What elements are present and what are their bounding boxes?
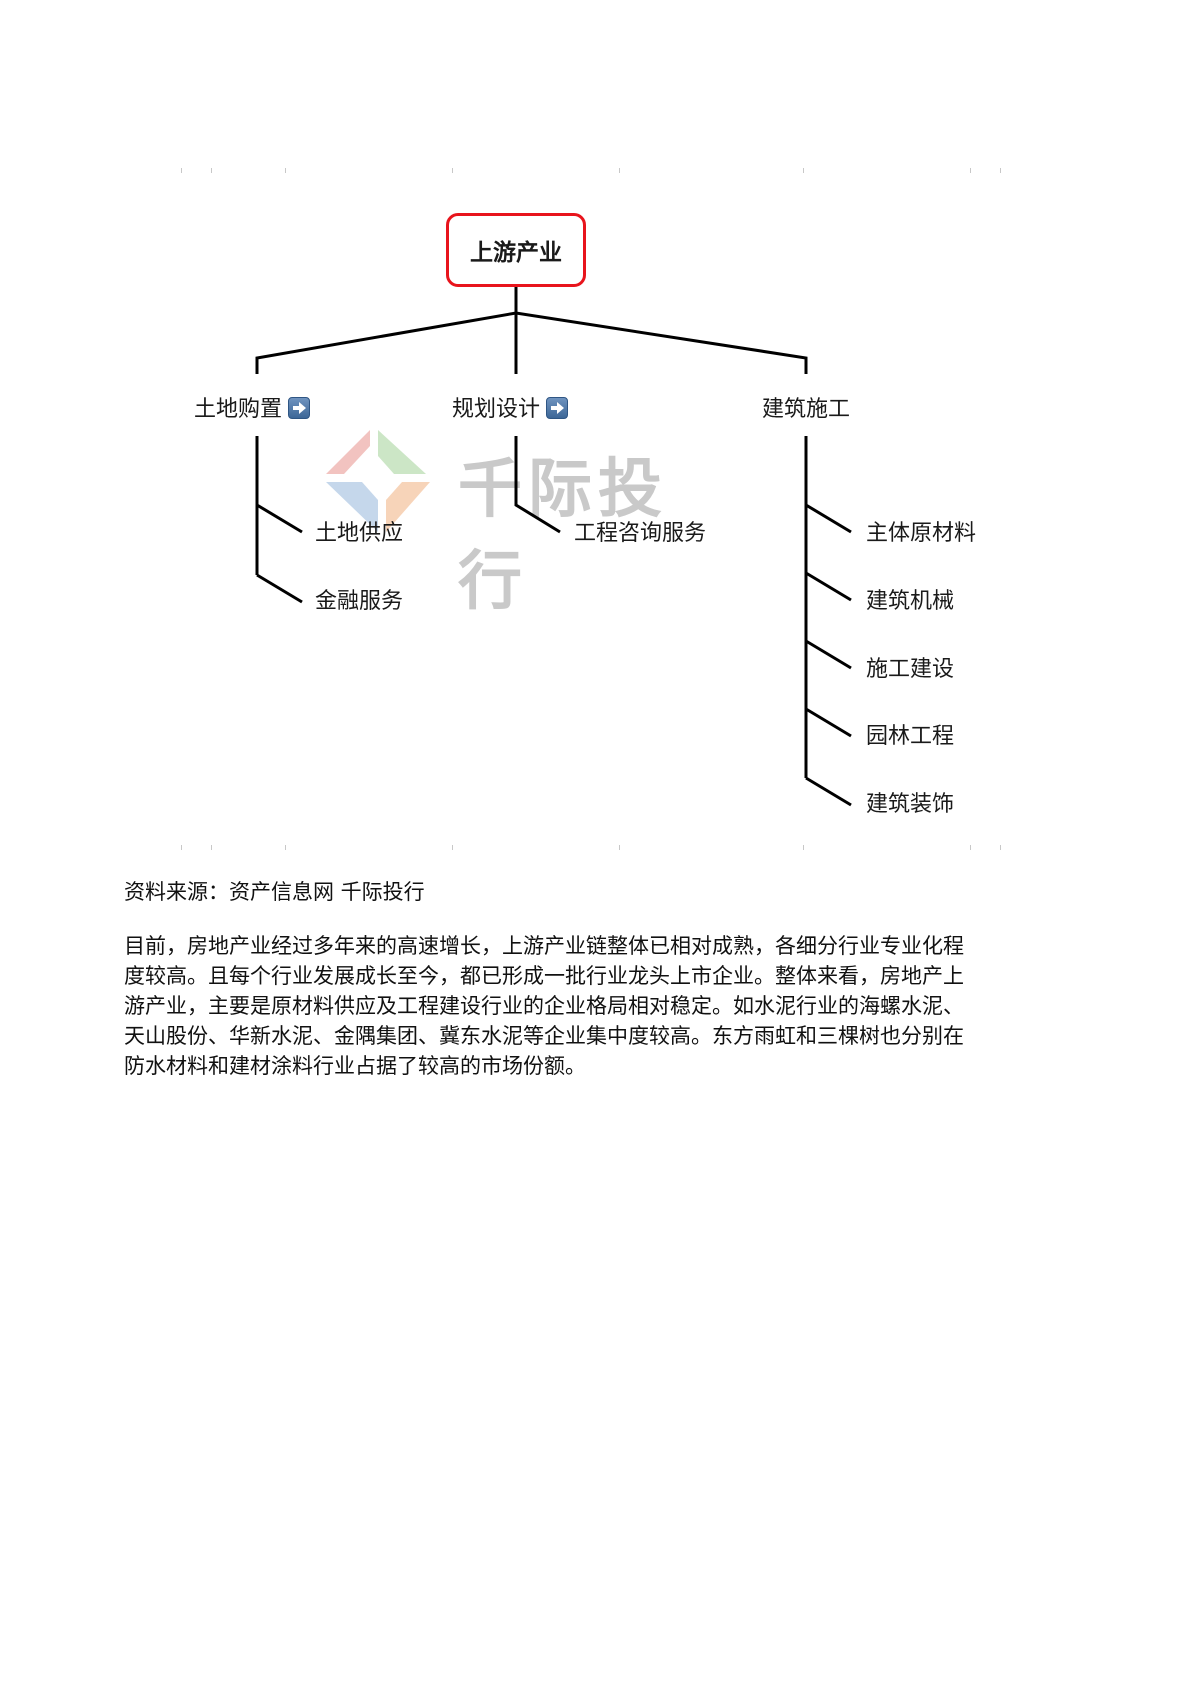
crop-tick: [181, 845, 182, 850]
crop-tick: [619, 845, 620, 850]
leaf-node: 园林工程: [866, 724, 955, 749]
leaf-node: 土地供应: [315, 521, 404, 546]
crop-tick: [181, 168, 182, 173]
root-node: 上游产业: [446, 213, 586, 287]
crop-tick: [970, 845, 971, 850]
leaf-node: 主体原材料: [866, 521, 977, 546]
paragraph-line: 目前，房地产业经过多年来的高速增长，上游产业链整体已相对成熟，各细分行业专业化程: [124, 934, 964, 958]
watermark-text: 千际投行: [458, 453, 668, 619]
branch-label: 规划设计: [452, 397, 541, 422]
crop-tick: [285, 845, 286, 850]
paragraph-line: 游产业，主要是原材料供应及工程建设行业的企业格局相对稳定。如水泥行业的海螺水泥、: [124, 994, 964, 1018]
crop-tick: [211, 845, 212, 850]
crop-tick: [211, 168, 212, 173]
leaf-node: 建筑机械: [866, 589, 955, 614]
crop-tick: [452, 845, 453, 850]
branch-label: 建筑施工: [762, 397, 851, 422]
watermark: 千际投行: [318, 426, 718, 619]
right-arrow-icon: [546, 397, 569, 419]
branch-node-planning-design: 规划设计: [452, 397, 569, 423]
root-node-label: 上游产业: [470, 240, 562, 266]
connector-lines: [255, 287, 852, 807]
branch-node-land-purchase: 土地购置: [194, 397, 311, 423]
crop-tick: [1000, 845, 1001, 850]
crop-tick: [803, 845, 804, 850]
body-paragraph: 目前，房地产业经过多年来的高速增长，上游产业链整体已相对成熟，各细分行业专业化程…: [124, 931, 1074, 1081]
crop-tick: [619, 168, 620, 173]
leaf-node: 建筑装饰: [866, 792, 955, 817]
leaf-node: 金融服务: [315, 589, 404, 614]
diamond-logo-icon: [326, 430, 430, 532]
right-arrow-icon: [288, 397, 311, 419]
leaf-node: 工程咨询服务: [574, 521, 707, 546]
crop-tick: [452, 168, 453, 173]
branch-label: 土地购置: [194, 397, 283, 422]
paragraph-line: 度较高。且每个行业发展成长至今，都已形成一批行业龙头上市企业。整体来看，房地产上: [124, 964, 964, 988]
branch-node-construction: 建筑施工: [762, 397, 850, 423]
paragraph-line: 防水材料和建材涂料行业占据了较高的市场份额。: [124, 1054, 586, 1078]
crop-tick: [970, 168, 971, 173]
leaf-node: 施工建设: [866, 657, 955, 682]
crop-tick: [803, 168, 804, 173]
upstream-industry-tree-diagram: 千际投行 上游产业 土地购置 规划设计: [194, 213, 977, 817]
crop-tick: [1000, 168, 1001, 173]
source-caption: 资料来源：资产信息网 千际投行: [124, 880, 425, 904]
paragraph-line: 天山股份、华新水泥、金隅集团、冀东水泥等企业集中度较高。东方雨虹和三棵树也分别在: [124, 1024, 964, 1048]
crop-tick: [285, 168, 286, 173]
